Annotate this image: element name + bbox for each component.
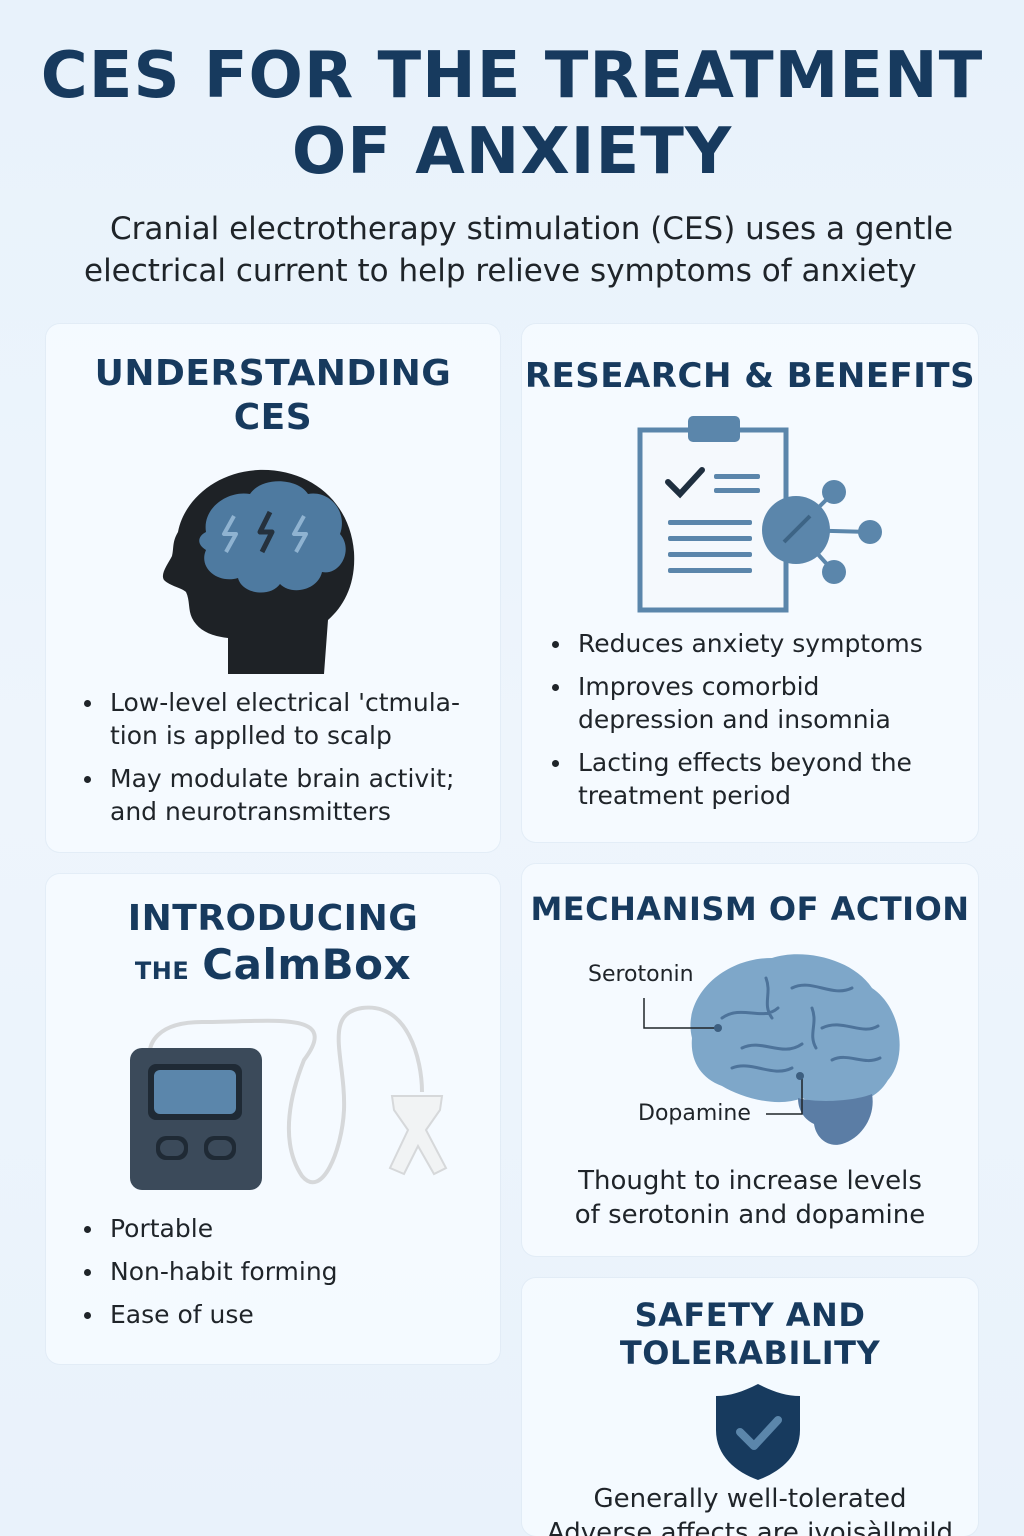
calmbox-title-prefix: THE	[134, 957, 190, 985]
list-item: Ease of use	[82, 1298, 482, 1331]
list-item: May modulate brain activit; and neurotra…	[82, 762, 482, 828]
list-item: Improves comorbid depression and insomni…	[550, 670, 970, 736]
list-item: Lacting effects beyond the treatment per…	[550, 746, 970, 812]
brain-icon	[690, 954, 900, 1145]
safety-text-line1: Generally well-tolerated	[593, 1484, 907, 1514]
safety-card: SAFETY AND TOLERABILITY Generally well-t…	[522, 1278, 978, 1536]
intro-line1: Cranial electrotherapy stimulation (CES)…	[110, 211, 954, 247]
mechanism-caption: Thought to increase levels of serotonin …	[522, 1164, 978, 1232]
understanding-title: UNDERSTANDING CES	[46, 352, 500, 440]
mechanism-card: MECHANISM OF ACTION Serotonin Dopamine T…	[522, 864, 978, 1256]
calmbox-title-line1: INTRODUCING	[127, 898, 419, 939]
understanding-title-line1: UNDERSTANDING	[94, 353, 452, 394]
safety-title-line2: TOLERABILITY	[619, 1334, 881, 1372]
calmbox-bullets: Portable Non-habit forming Ease of use	[82, 1212, 482, 1341]
understanding-title-line2: CES	[233, 397, 313, 438]
page-title-line2: OF ANXIETY	[291, 115, 733, 189]
ces-device-icon	[130, 1005, 448, 1190]
calmbox-title-line2: THE CalmBox	[46, 942, 500, 994]
list-item: Portable	[82, 1212, 482, 1245]
clipboard-network-icon	[637, 416, 882, 613]
safety-title-line1: SAFETY AND	[634, 1296, 866, 1334]
list-item: Low-level electrical 'ctmula- tion is ap…	[82, 686, 482, 752]
mechanism-caption-line1: Thought to increase levels	[578, 1166, 922, 1196]
intro-line2: electrical current to help relieve sympt…	[84, 253, 917, 289]
research-card: RESEARCH & BENEFITS Reduces anxiety symp…	[522, 324, 978, 842]
calmbox-card: INTRODUCING THE CalmBox Portable Non-hab…	[46, 874, 500, 1364]
head-brain-lightning-icon	[162, 469, 355, 674]
mechanism-title: MECHANISM OF ACTION	[530, 890, 970, 928]
calmbox-title: INTRODUCING THE CalmBox	[46, 896, 500, 994]
safety-title: SAFETY AND TOLERABILITY	[522, 1296, 978, 1372]
list-item: Non-habit forming	[82, 1255, 482, 1288]
safety-text: Generally well-tolerated Adverse affects…	[522, 1482, 978, 1536]
shield-check-icon	[716, 1384, 800, 1480]
safety-text-line2: Adverse affects are ivoisàllmild	[546, 1518, 954, 1536]
research-title: RESEARCH & BENEFITS	[524, 356, 976, 396]
research-bullets: Reduces anxiety symptoms Improves comorb…	[550, 627, 970, 822]
page-title-line1: CES FOR THE TREATMENT	[40, 39, 984, 113]
intro-text: Cranial electrotherapy stimulation (CES)…	[84, 208, 984, 292]
pointer-lines	[643, 998, 804, 1115]
understanding-card: UNDERSTANDING CES Low-level electrical '…	[46, 324, 500, 852]
mechanism-caption-line2: of serotonin and dopamine	[574, 1200, 926, 1230]
page-title: CES FOR THE TREATMENT OF ANXIETY	[0, 38, 1024, 190]
serotonin-label: Serotonin	[588, 962, 694, 987]
dopamine-label: Dopamine	[638, 1101, 751, 1126]
calmbox-brand: CalmBox	[202, 940, 412, 989]
understanding-bullets: Low-level electrical 'ctmula- tion is ap…	[82, 686, 482, 838]
list-item: Reduces anxiety symptoms	[550, 627, 970, 660]
